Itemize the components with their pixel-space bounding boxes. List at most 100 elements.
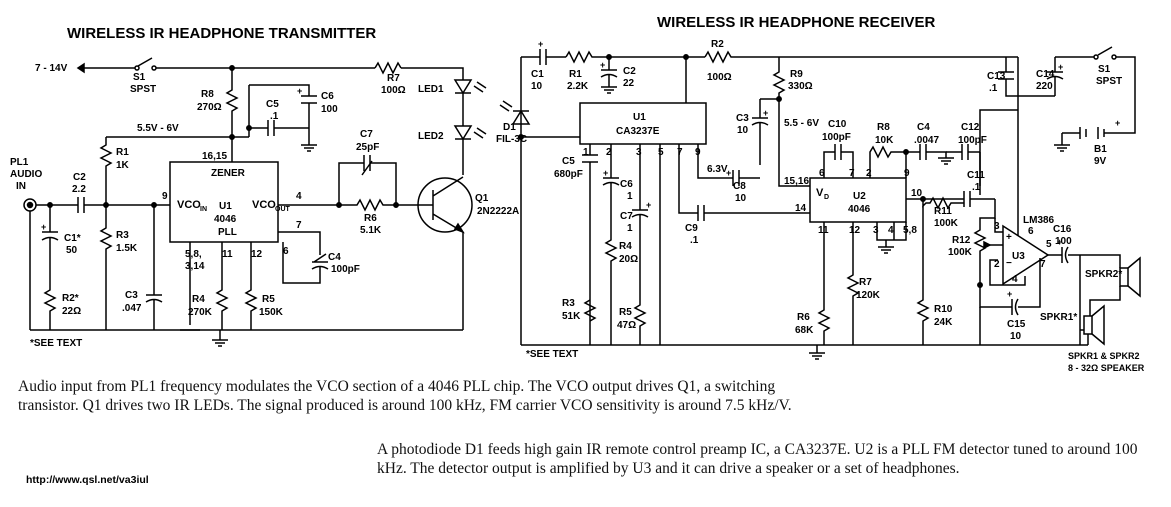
rx-c11-value: .1 <box>972 182 981 193</box>
rx-r12-label: R12 <box>952 235 971 246</box>
rx-c1-capacitor <box>521 49 566 65</box>
rx-c9-value: .1 <box>690 235 699 246</box>
rx-r1-label: R1 <box>569 69 582 80</box>
tx-led2-icon <box>453 125 473 141</box>
rx-r12-wiper-icon <box>983 240 992 250</box>
tx-u1-pin11: 11 <box>222 249 233 260</box>
tx-c5-label: C5 <box>266 99 279 110</box>
tx-see-text: *SEE TEXT <box>30 338 82 349</box>
tx-c3-value: .047 <box>122 303 142 314</box>
tx-u1-part: 4046 <box>214 214 237 225</box>
tx-u1-label: U1 <box>219 201 232 212</box>
rx-c8-label: C8 <box>733 181 746 192</box>
tx-u1-pin1615: 16,15 <box>202 151 227 162</box>
rx-c5-value: 680pF <box>554 169 583 180</box>
rx-c7-label: C7 <box>620 211 633 222</box>
rx-c9-capacitor <box>678 144 810 221</box>
rx-wire <box>1089 286 1121 316</box>
tx-r1-value: 1K <box>116 160 130 171</box>
tx-rail-label: 5.5V - 6V <box>137 123 179 134</box>
rx-u1-pin3: 3 <box>636 147 642 158</box>
tx-c7-capacitor <box>338 155 397 205</box>
rx-spkr2-cone <box>1127 256 1141 298</box>
tx-ground-icon <box>301 144 317 152</box>
rx-c12-label: C12 <box>961 122 980 133</box>
rx-c2-value: 22 <box>623 78 635 89</box>
rx-d1-label: D1 <box>503 122 516 133</box>
tx-s1-contact <box>134 65 140 71</box>
rx-c5-label: C5 <box>562 156 575 167</box>
rx-c12-value: 100pF <box>958 135 987 146</box>
rx-u3-pin3: 3 <box>994 221 1000 232</box>
rx-c9-label: C9 <box>685 223 698 234</box>
rx-c3-label: C3 <box>736 113 749 124</box>
tx-c3-label: C3 <box>125 290 138 301</box>
rx-v63-label: 6.3V <box>707 164 728 175</box>
tx-led1-rays <box>473 81 487 93</box>
rx-u2-pin58: 5,8 <box>903 225 917 236</box>
rx-r6-resistor <box>817 222 831 345</box>
rx-spkr-note1: SPKR1 & SPKR2 <box>1068 351 1140 361</box>
rx-u2-pin12: 12 <box>849 225 861 236</box>
rx-s1-label: S1 <box>1098 64 1111 75</box>
rx-c6-value: 1 <box>627 191 633 202</box>
tx-vco-in-sub: IN <box>200 206 207 213</box>
rx-u2-pins-ground <box>876 222 907 254</box>
rx-c15-label: C15 <box>1007 319 1026 330</box>
tx-r6-label: R6 <box>364 213 377 224</box>
rx-c3-capacitor <box>751 98 779 165</box>
rx-s1-contact <box>1111 54 1117 60</box>
rx-u1-part: CA3237E <box>616 126 660 137</box>
rx-c15-plus: + <box>1007 289 1012 299</box>
rx-u2-label: U2 <box>853 191 866 202</box>
rx-r12-pot <box>973 199 996 285</box>
rx-spkr1-cone <box>1091 304 1105 346</box>
tx-r3-value: 1.5K <box>116 243 138 254</box>
tx-s1-type: SPST <box>130 84 156 95</box>
tx-vco-in: VCO <box>177 199 201 211</box>
tx-r2-value: 22Ω <box>62 306 81 317</box>
rx-r8-resistor <box>869 145 920 178</box>
rx-node <box>518 134 524 140</box>
rx-u1-pin1: 1 <box>583 147 589 158</box>
rx-spkr1-label: SPKR1* <box>1040 312 1077 323</box>
rx-r7-label: R7 <box>859 277 872 288</box>
tx-pl1-jack-center <box>26 201 34 209</box>
rx-r11-value: 100K <box>934 218 959 229</box>
rx-u2-pin7: 7 <box>849 168 855 179</box>
rx-s1-contact <box>1093 54 1099 60</box>
rx-c3-value: 10 <box>737 125 749 136</box>
rx-b1-label: B1 <box>1094 144 1107 155</box>
rx-u2-pin4: 4 <box>888 225 894 236</box>
rx-u3-label: U3 <box>1012 251 1025 262</box>
tx-c5-value: .1 <box>270 111 279 122</box>
rx-c13-label: C13 <box>987 71 1006 82</box>
tx-c6-value: 100 <box>321 104 338 115</box>
rx-c16-capacitor <box>1048 246 1080 264</box>
tx-wire <box>282 242 321 284</box>
rx-ground-icon <box>1054 133 1070 152</box>
tx-r7-label: R7 <box>387 73 400 84</box>
rx-c15-value: 10 <box>1010 331 1022 342</box>
tx-led2-rays <box>473 127 487 139</box>
rx-c13-capacitor <box>998 57 1055 97</box>
transmitter-title: WIRELESS IR HEADPHONE TRANSMITTER <box>67 25 376 42</box>
tx-q1-label: Q1 <box>475 193 489 204</box>
tx-r5-resistor <box>244 242 258 330</box>
tx-wire <box>180 242 200 331</box>
rx-u2-ic <box>809 177 907 223</box>
transmitter-caption: Audio input from PL1 frequency modulates… <box>18 378 792 414</box>
rx-c14-plus: + <box>1058 62 1063 72</box>
rx-d1-photodiode-icon <box>511 109 531 125</box>
rx-spkr-note2: 8 - 32Ω SPEAKER <box>1068 363 1145 373</box>
rx-c1-plus: + <box>538 39 543 49</box>
tx-q1-emitter-arrow-icon <box>453 222 465 234</box>
receiver-title: WIRELESS IR HEADPHONE RECEIVER <box>657 14 936 31</box>
tx-r3-resistor <box>99 205 113 330</box>
rx-c6-r4 <box>602 144 620 345</box>
rx-c14-label: C14 <box>1036 69 1055 80</box>
tx-c7-label: C7 <box>360 129 373 140</box>
tx-u1-pin12: 12 <box>251 249 263 260</box>
rx-b1-value: 9V <box>1094 156 1107 167</box>
